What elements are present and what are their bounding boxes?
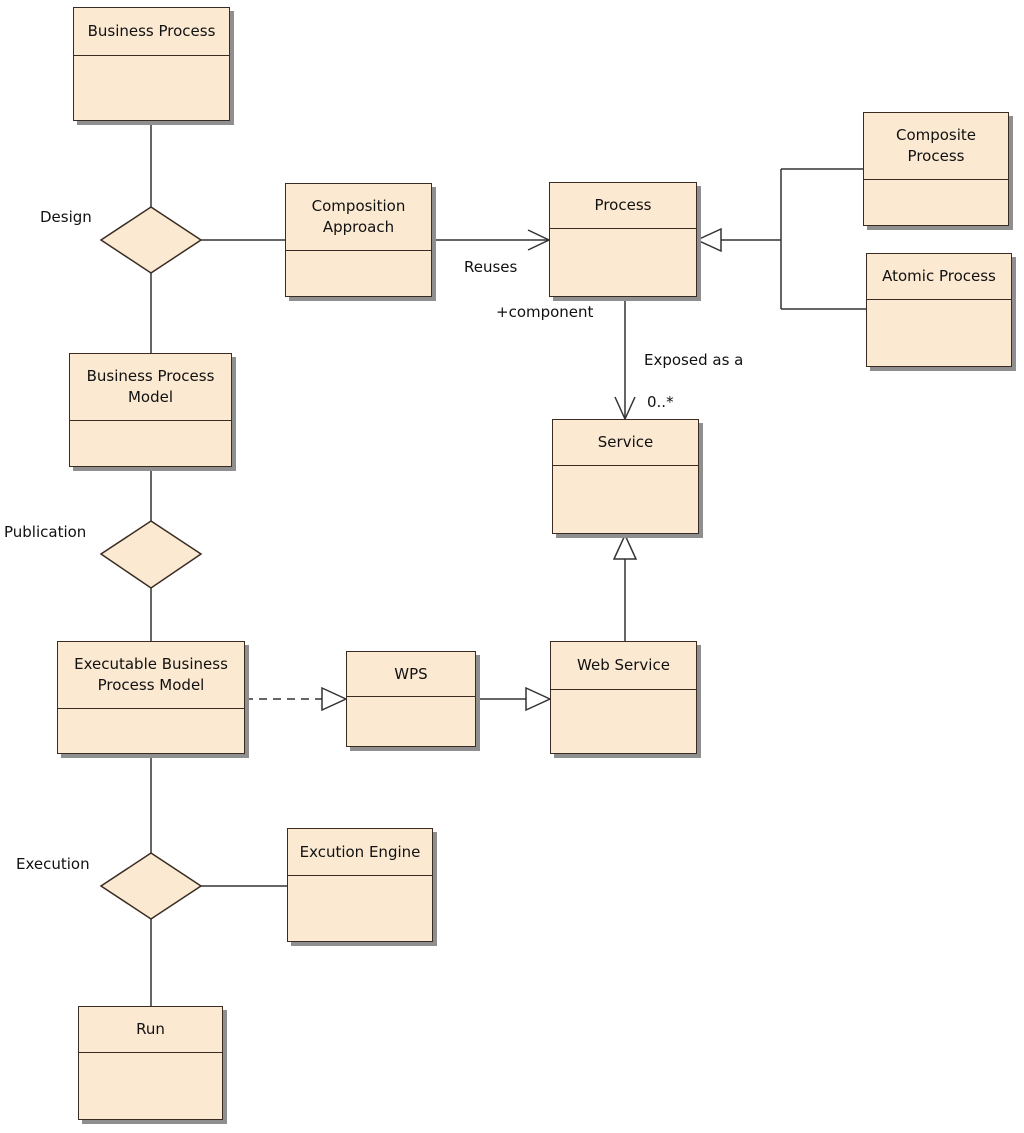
class-name: Web Service xyxy=(551,642,696,690)
class-service[interactable]: Service xyxy=(552,419,699,534)
class-business-process[interactable]: Business Process xyxy=(73,7,230,121)
class-name: WPS xyxy=(347,652,475,697)
class-name: Service xyxy=(553,420,698,466)
class-composition-approach[interactable]: Composition Approach xyxy=(285,183,432,297)
execution-diamond xyxy=(99,852,203,920)
realization-arrowhead-wps xyxy=(321,686,348,712)
label-multiplicity: 0..* xyxy=(647,393,674,411)
design-diamond xyxy=(99,206,203,274)
class-name: Composite Process xyxy=(864,113,1008,180)
class-executable-business-process-model[interactable]: Executable Business Process Model xyxy=(57,641,245,754)
class-execution-engine[interactable]: Excution Engine xyxy=(287,828,433,942)
class-name: Business Process xyxy=(74,8,229,56)
generalization-arrowhead-webservice xyxy=(525,686,552,712)
class-name: Composition Approach xyxy=(286,184,431,251)
class-composite-process[interactable]: Composite Process xyxy=(863,112,1009,226)
class-run[interactable]: Run xyxy=(78,1006,223,1120)
label-publication: Publication xyxy=(4,523,87,541)
generalization-arrowhead-process xyxy=(695,227,722,253)
class-process[interactable]: Process xyxy=(549,182,697,297)
class-business-process-model[interactable]: Business Process Model xyxy=(69,353,232,467)
generalization-arrowhead-service xyxy=(612,533,638,560)
label-reuses: Reuses xyxy=(464,258,518,276)
class-name: Process xyxy=(550,183,696,229)
label-component: +component xyxy=(496,303,594,321)
label-execution: Execution xyxy=(16,855,90,873)
class-name: Excution Engine xyxy=(288,829,432,876)
class-name: Run xyxy=(79,1007,222,1053)
class-name: Business Process Model xyxy=(70,354,231,421)
class-name: Executable Business Process Model xyxy=(58,642,244,709)
class-web-service[interactable]: Web Service xyxy=(550,641,697,754)
class-wps[interactable]: WPS xyxy=(346,651,476,747)
class-name: Atomic Process xyxy=(867,254,1011,300)
label-exposed-as: Exposed as a xyxy=(644,351,744,369)
publication-diamond xyxy=(99,520,203,589)
class-atomic-process[interactable]: Atomic Process xyxy=(866,253,1012,367)
label-design: Design xyxy=(40,208,92,226)
